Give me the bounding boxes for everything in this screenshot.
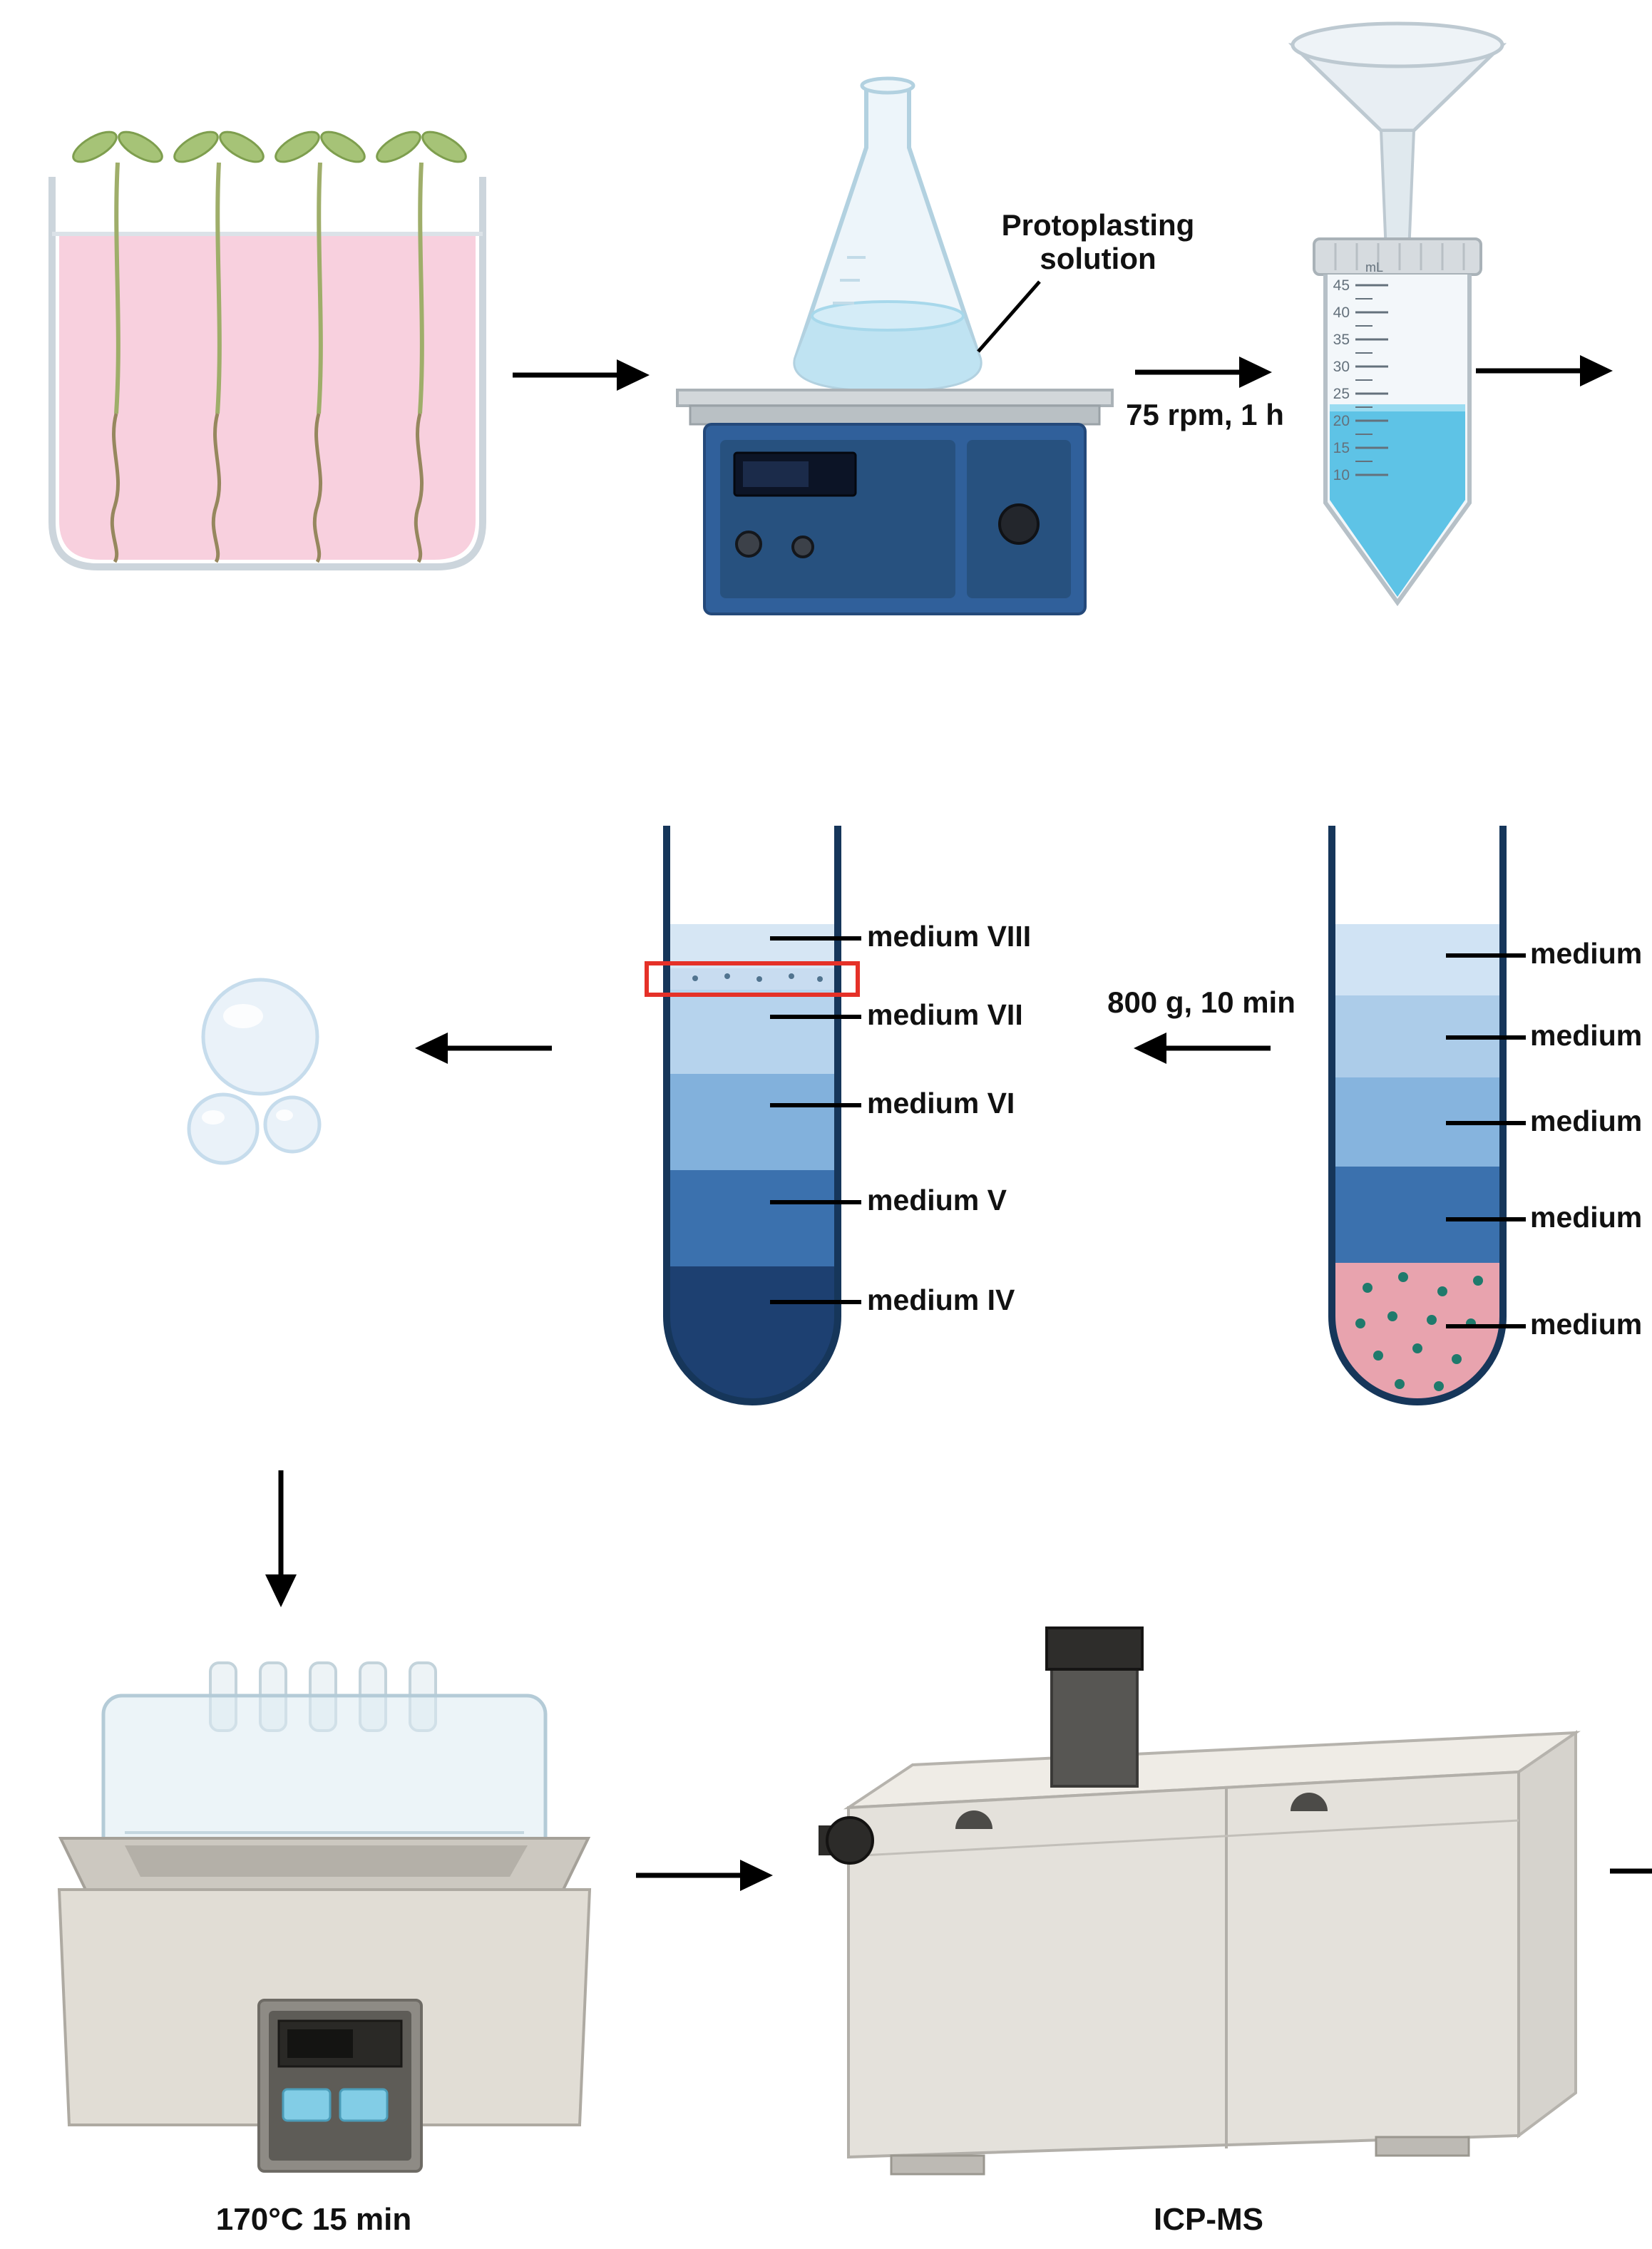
water-bath-control-panel [257,1999,423,2173]
loaded-tube [1328,826,1507,1405]
medium-viii-label: medium VIII [867,920,1032,953]
water-bath-conditions-label: 170°C 15 min [215,2202,412,2237]
protoplasting-pointer-line [977,280,1041,353]
tick-line [1446,1035,1526,1040]
icp-ms-machine [819,1626,1581,2176]
loaded-layers [1332,826,1503,1402]
loaded-medium-label: medium [1530,937,1643,970]
stirrer-with-flask [676,76,1114,615]
arrow-right-2 [1135,357,1272,388]
stirrer-plate [676,389,1114,407]
protoplast-suspension [1330,407,1465,597]
icpms-label: ICP-MS [1154,2202,1263,2237]
medium-iv-label: medium IV [867,1284,1015,1316]
pink-medium [59,234,476,560]
arrow-right-1 [513,359,650,391]
svg-text:25: 25 [1333,386,1350,402]
water-bath [57,1661,592,2173]
machine-front-face [847,1770,1520,2159]
funnel [1288,21,1507,255]
medium-vii-label: medium VII [867,998,1023,1031]
funnel-and-falcon-tube: mL 45 40 35 30 25 20 15 10 [1288,21,1507,607]
stirrer-knob [735,531,762,558]
protoplast-band-highlight-box [645,961,860,997]
protoplast-bubbles [187,978,322,1165]
svg-text:45: 45 [1333,277,1350,294]
machine-foot [1375,2136,1470,2157]
svg-text:20: 20 [1333,413,1350,429]
arrow-right-output [1610,1868,1652,1874]
falcon-tube: mL 45 40 35 30 25 20 15 10 [1313,237,1482,607]
gradient-tube [645,826,860,1405]
arrow-right-to-icpms [636,1860,773,1891]
gradient-layers [667,826,838,1402]
stirrer-knob [791,536,814,558]
erlenmeyer-flask [793,76,983,393]
medium-vi-label: medium VI [867,1087,1015,1120]
tick-line [1446,1121,1526,1125]
side-knob [826,1816,874,1865]
svg-text:40: 40 [1333,304,1350,321]
handle [1291,1793,1328,1811]
tick-line [770,1200,861,1204]
handle [955,1810,992,1829]
tick-line [770,1103,861,1107]
loaded-medium-label: medium [1530,1308,1643,1341]
tick-line [1446,1324,1526,1328]
flask-liquid [795,316,980,390]
panel-button [282,2088,332,2122]
loaded-medium-label: medium [1530,1019,1643,1052]
machine-foot [890,2154,985,2176]
tube-collar [1313,237,1482,276]
loaded-medium-label: medium [1530,1201,1643,1234]
centrifuge-conditions-label: 800 g, 10 min [1107,985,1296,1019]
arrow-down-to-waterbath [265,1470,297,1607]
svg-text:15: 15 [1333,440,1350,456]
arrow-right-3 [1476,355,1613,386]
seedling [173,130,265,563]
svg-text:30: 30 [1333,359,1350,375]
tube-outline [663,826,841,1405]
protoplasting-solution-label: Protoplasting solution [1001,208,1195,276]
seedling [275,130,366,563]
stirrer-body [703,423,1087,615]
panel-button [339,2088,389,2122]
tick-line [1446,953,1526,958]
chimney [1050,1664,1139,1788]
arrow-left-centrifuge [1134,1033,1271,1064]
tick-line [1446,1217,1526,1221]
stirrer-speed-knob [998,503,1040,545]
tube-outline [1328,826,1507,1405]
machine-right-face [1517,1730,1577,2138]
svg-text:35: 35 [1333,332,1350,348]
seedling [72,130,163,563]
shake-conditions-label: 75 rpm, 1 h [1126,398,1284,431]
arrow-left-to-protoplasts [415,1033,552,1064]
seedling [376,130,467,563]
svg-text:mL: mL [1365,260,1383,275]
chimney-cap [1045,1626,1144,1671]
graduation-scale: mL 45 40 35 30 25 20 15 10 [1333,260,1388,483]
loaded-medium-label: medium [1530,1105,1643,1137]
svg-text:10: 10 [1333,467,1350,483]
tick-line [770,1015,861,1019]
tick-line [770,1300,861,1304]
tick-line [770,936,861,941]
seedling-container [48,130,486,570]
medium-v-label: medium V [867,1184,1007,1216]
